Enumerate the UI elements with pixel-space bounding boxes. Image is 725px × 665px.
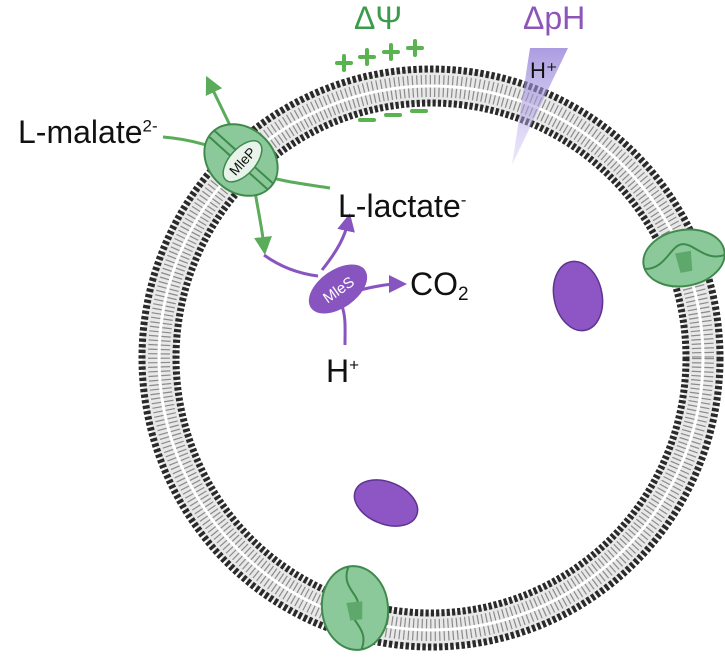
proton-superscript: + (349, 355, 359, 374)
co2-subscript: 2 (458, 284, 469, 305)
purple-vesicle-icon (547, 257, 609, 335)
membrane-potential-label: ΔΨ (354, 2, 402, 34)
co2-base: CO (410, 266, 458, 302)
cone-proton-label: H⁺ (530, 60, 558, 82)
proton-base: H (326, 353, 349, 389)
lactate-base: L-lactate (338, 188, 461, 224)
lactate-label: L-lactate- (338, 190, 466, 222)
malate-charge: 2- (143, 116, 158, 135)
proton-label: H+ (326, 355, 359, 387)
purple-vesicle-icon (348, 471, 425, 535)
malate-base: L-malate (18, 114, 143, 150)
co2-label: CO2 (410, 268, 469, 300)
ph-gradient-label: ΔpH (523, 2, 585, 34)
malate-label: L-malate2- (18, 116, 158, 148)
lactate-charge: - (461, 190, 467, 209)
